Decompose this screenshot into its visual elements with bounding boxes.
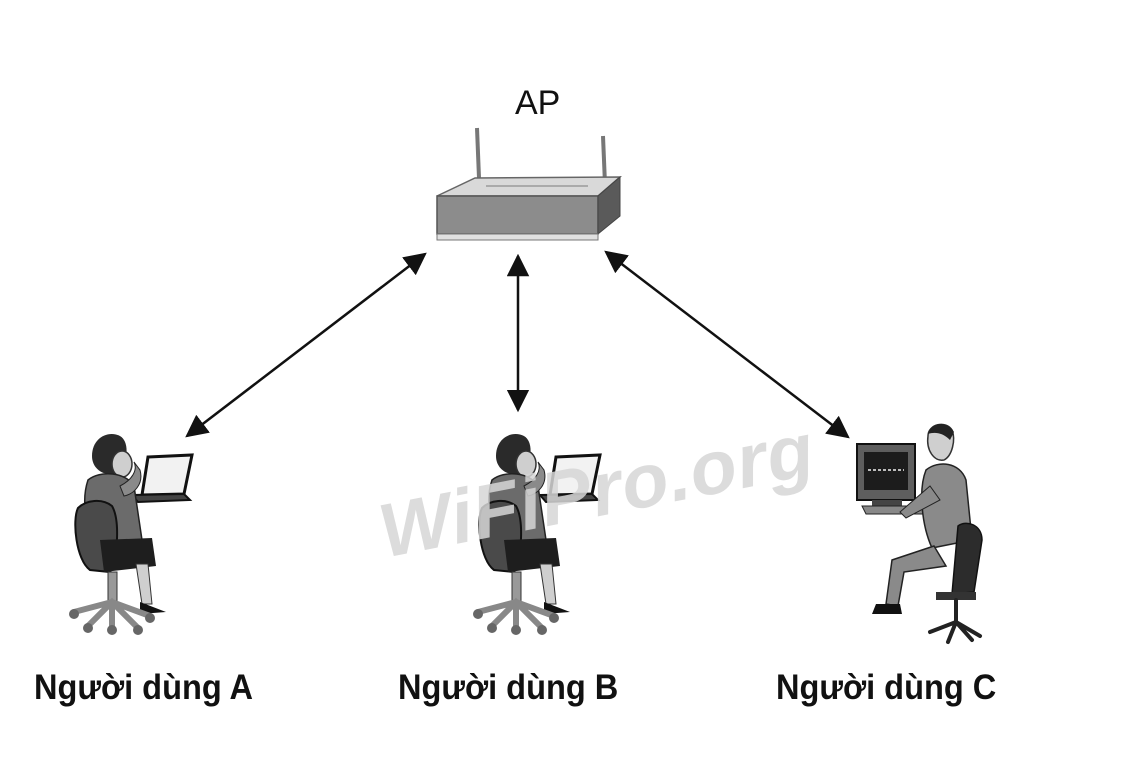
wireless-access-point-icon bbox=[436, 127, 623, 241]
person-with-laptop-icon bbox=[69, 434, 194, 635]
user-b-label: Người dùng B bbox=[398, 668, 619, 707]
user-c-label: Người dùng C bbox=[776, 668, 997, 707]
access-point-label: AP bbox=[515, 84, 561, 122]
connection-ap-user-a bbox=[185, 252, 427, 438]
person-with-laptop-icon bbox=[473, 434, 602, 635]
connection-ap-user-c bbox=[604, 250, 850, 439]
person-at-desktop-icon bbox=[856, 423, 983, 644]
user-a-label: Người dùng A bbox=[34, 668, 254, 707]
